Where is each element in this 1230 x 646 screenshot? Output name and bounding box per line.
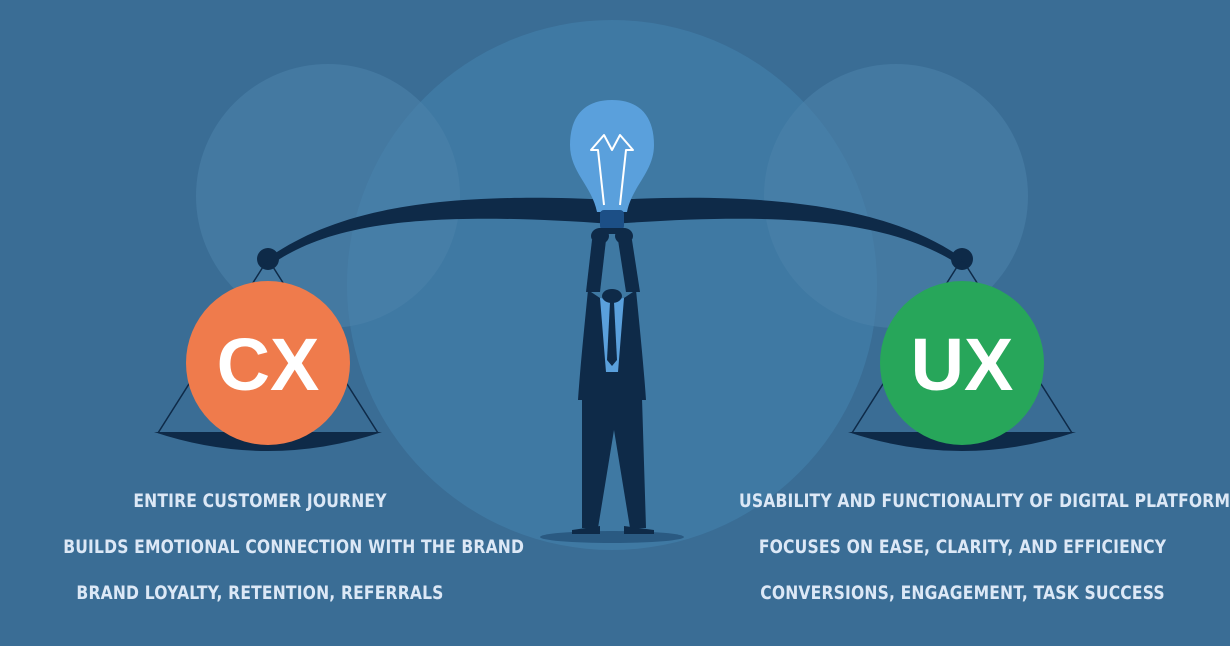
cx-point-item: BUILDS EMOTIONAL CONNECTION WITH THE BRA… xyxy=(63,536,525,558)
cx-pan-assembly: CX xyxy=(154,258,382,451)
ux-point-item: USABILITY AND FUNCTIONALITY OF DIGITAL P… xyxy=(739,490,1230,512)
cx-point-item: BRAND LOYALTY, RETENTION, REFERRALS xyxy=(76,582,444,604)
cx-circle xyxy=(186,281,350,445)
scale-beam xyxy=(268,197,962,264)
floor-shadow xyxy=(540,531,684,543)
cx-point-item: ENTIRE CUSTOMER JOURNEY xyxy=(133,490,387,512)
background-circle-center xyxy=(347,20,877,550)
cx-points-list: ENTIRE CUSTOMER JOURNEY BUILDS EMOTIONAL… xyxy=(20,478,525,616)
cx-label: CX xyxy=(217,323,320,406)
businessman-icon xyxy=(572,228,654,534)
ux-circle xyxy=(880,281,1044,445)
lightbulb-base xyxy=(600,210,624,230)
ux-point-item: CONVERSIONS, ENGAGEMENT, TASK SUCCESS xyxy=(760,582,1165,604)
ux-pan-assembly: UX xyxy=(848,258,1076,451)
ux-points-list: USABILITY AND FUNCTIONALITY OF DIGITAL P… xyxy=(690,478,1230,616)
ux-point-item: FOCUSES ON EASE, CLARITY, AND EFFICIENCY xyxy=(758,536,1167,558)
ux-label: UX xyxy=(911,323,1014,406)
